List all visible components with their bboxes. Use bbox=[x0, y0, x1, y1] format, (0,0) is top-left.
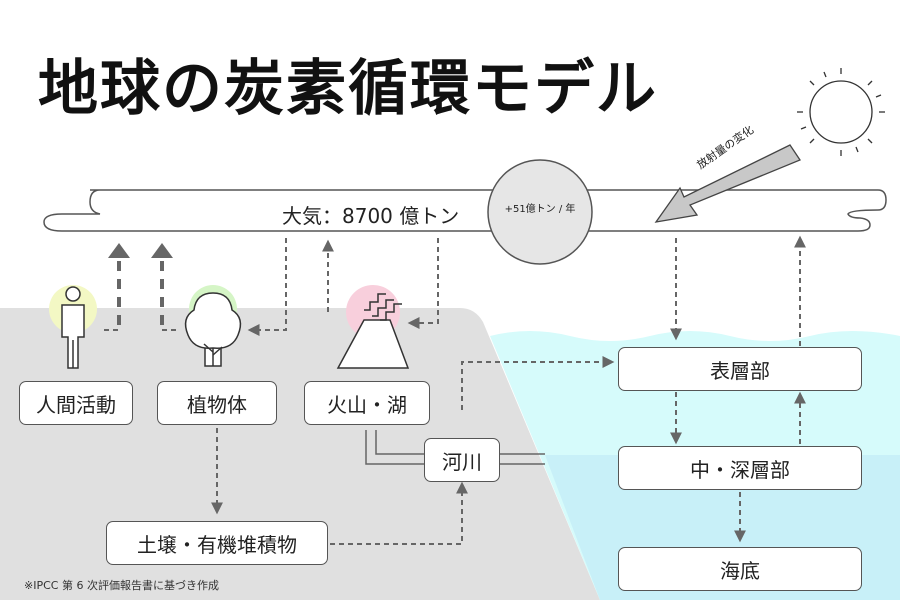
flow-soil-to-river bbox=[330, 481, 468, 545]
emission-arrows bbox=[108, 243, 173, 325]
atmosphere-flux-label: +51億トン / 年 bbox=[504, 204, 576, 215]
flow-atm-to-lake bbox=[407, 238, 439, 329]
tree-icon bbox=[184, 292, 242, 367]
node-human-activity: 人間活動 bbox=[19, 381, 133, 425]
node-soil: 土壌・有機堆積物 bbox=[106, 521, 328, 565]
volcano-icon bbox=[336, 293, 410, 369]
node-river: 河川 bbox=[424, 438, 500, 482]
node-ocean-surface: 表層部 bbox=[618, 347, 862, 391]
node-seabed: 海底 bbox=[618, 547, 862, 591]
radiation-arrow bbox=[654, 144, 801, 223]
node-plants: 植物体 bbox=[157, 381, 277, 425]
atmosphere-band bbox=[43, 189, 887, 232]
diagram-title: 地球の炭素循環モデル bbox=[38, 54, 658, 124]
node-volcano-lake: 火山・湖 bbox=[304, 381, 430, 425]
flow-atm-to-plants bbox=[247, 238, 287, 336]
atmosphere-flux-circle bbox=[487, 159, 593, 265]
river-channel bbox=[365, 430, 545, 465]
person-icon bbox=[61, 286, 85, 369]
atmosphere-label: 大気：8700 億トン bbox=[282, 204, 460, 228]
source-note: ※IPCC 第 6 次評価報告書に基づき作成 bbox=[24, 579, 219, 592]
node-ocean-deep: 中・深層部 bbox=[618, 446, 862, 490]
flow-land-to-surface bbox=[461, 356, 615, 410]
sun-icon bbox=[797, 68, 885, 156]
